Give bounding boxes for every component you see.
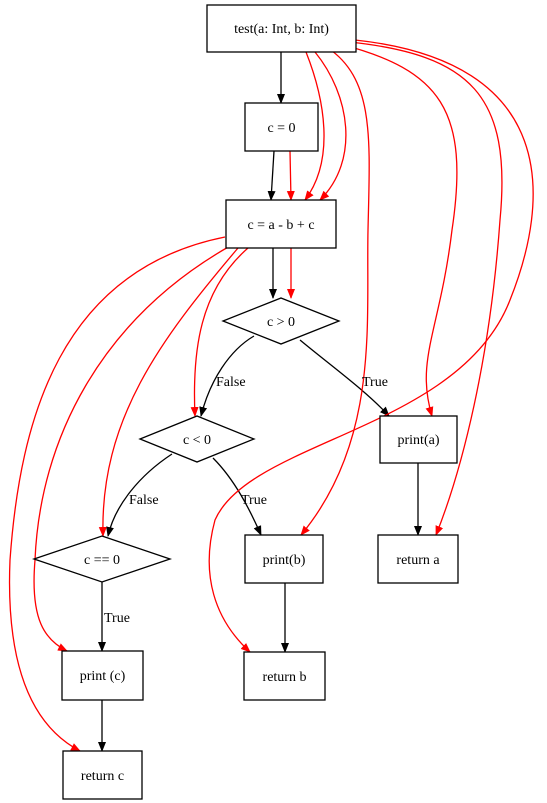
node-print-b-label: print(b): [263, 553, 306, 568]
node-cond-c-gt-0-label: c > 0: [267, 315, 295, 330]
node-c-assign-expr: c = a - b + c: [225, 199, 337, 249]
node-return-c-label: return c: [81, 769, 124, 784]
edge-gt-to-lt: [199, 335, 255, 417]
node-test: test(a: Int, b: Int): [206, 4, 357, 53]
edge-lt-to-printb: [212, 457, 262, 536]
edge-label-eq-true: True: [104, 611, 130, 626]
edge-label-lt-true: True: [241, 493, 267, 508]
data-edge-test-to-returnb: [208, 39, 534, 653]
edge-label-gt-true: True: [362, 375, 388, 390]
data-edge-test-to-returna: [349, 41, 503, 536]
node-return-b-label: return b: [263, 670, 307, 685]
node-return-c: return c: [62, 750, 143, 800]
node-print-c: print (c): [61, 650, 144, 701]
edge-label-gt-false: False: [216, 375, 246, 390]
node-print-a-label: print(a): [398, 433, 440, 448]
edge-labels: False True False True True: [104, 375, 388, 626]
node-return-b: return b: [243, 651, 326, 701]
node-print-a: print(a): [379, 415, 458, 464]
node-return-a: return a: [377, 534, 459, 584]
node-test-label: test(a: Int, b: Int): [234, 22, 329, 37]
node-c-assign-expr-label: c = a - b + c: [247, 218, 314, 233]
data-edge-c0-to-cexpr: [286, 150, 295, 201]
data-edge-test-to-cexpr-2: [314, 51, 347, 201]
node-print-b: print(b): [244, 534, 324, 584]
control-flow-edges: [98, 52, 422, 752]
node-return-a-label: return a: [396, 553, 440, 568]
node-cond-c-lt-0-label: c < 0: [183, 433, 211, 448]
data-flow-edges: [8, 39, 534, 752]
edge-lt-to-eq: [106, 453, 173, 537]
data-edge-cexpr-to-lt: [190, 247, 249, 417]
node-cond-c-eq-0: c == 0: [31, 535, 173, 583]
node-cond-c-eq-0-label: c == 0: [84, 553, 120, 568]
edge-gt-to-printa: [299, 339, 390, 417]
data-edge-test-to-printb: [300, 47, 370, 536]
data-edge-cexpr-to-eq: [98, 247, 239, 537]
data-edge-test-to-printa: [339, 43, 458, 417]
data-edge-cexpr-to-returnc: [8, 236, 226, 752]
data-edge-cexpr-to-printc: [33, 245, 231, 652]
node-c-assign-zero-label: c = 0: [267, 121, 295, 136]
edge-label-lt-false: False: [129, 493, 159, 508]
node-c-assign-zero: c = 0: [244, 102, 319, 152]
node-print-c-label: print (c): [80, 669, 126, 684]
data-edge-test-to-cexpr-1: [304, 51, 325, 201]
edge-c0-to-cexpr: [267, 150, 276, 201]
node-cond-c-gt-0: c > 0: [221, 297, 341, 345]
node-cond-c-lt-0: c < 0: [138, 415, 256, 463]
